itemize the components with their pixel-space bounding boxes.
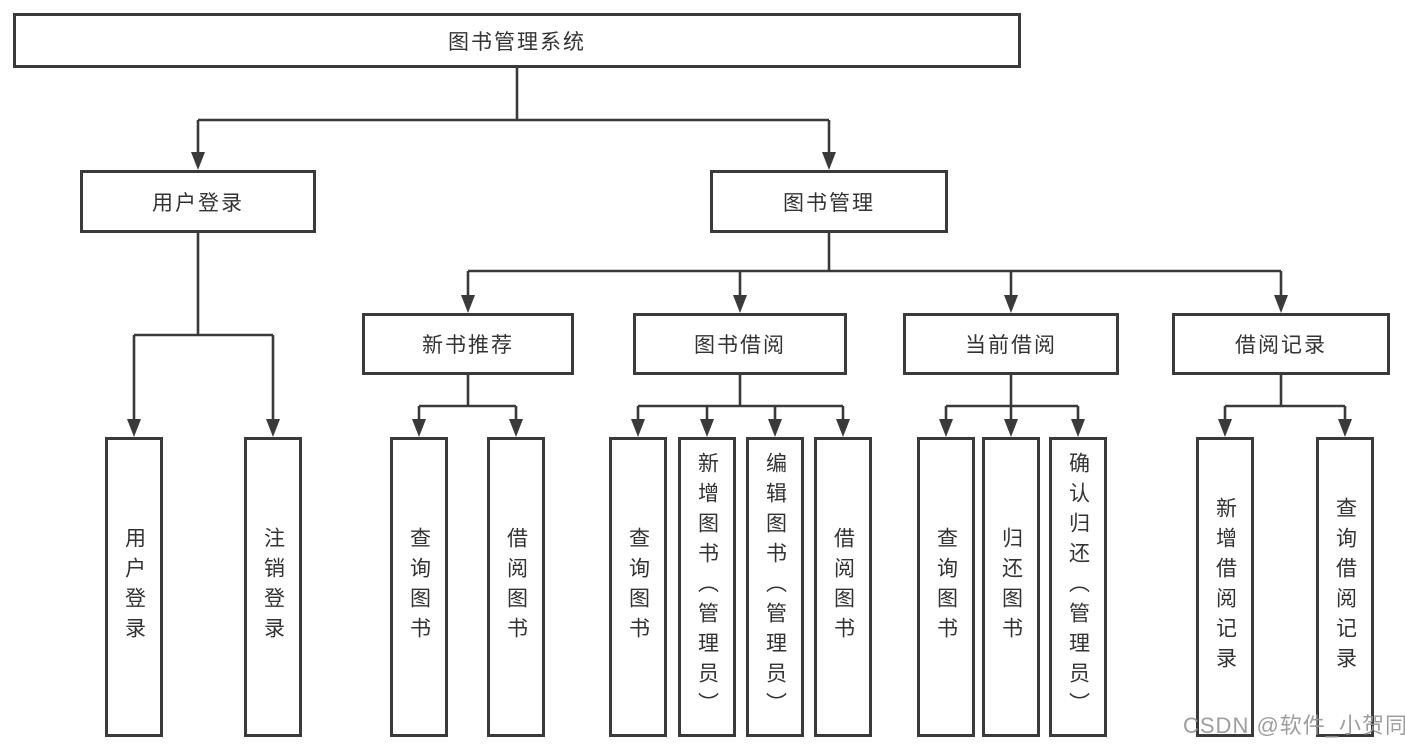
connector-book-mgmt-children [466,233,1283,297]
leaf-return-books: 归还图书 [982,437,1040,737]
leaf-query-books-borrowing: 查询图书 [609,437,667,737]
node-current-borrowing: 当前借阅 [903,313,1119,375]
node-borrowing-records: 借阅记录 [1172,313,1390,375]
csdn-watermark: CSDN @软件_小贺同学 [1183,713,1405,738]
connector-user-login-children [132,233,275,421]
leaf-query-borrow-record: 查询借阅记录 [1316,437,1374,737]
connector-current-borrow-children [944,375,1080,421]
connector-borrow-record-children [1223,375,1347,421]
connector-book-borrow-children [636,375,845,421]
leaf-user-login: 用户登录 [105,437,163,737]
connector-root-to-level2 [196,68,831,154]
leaf-query-books-newbook: 查询图书 [390,437,448,737]
arrowheads [127,152,1352,437]
leaf-add-borrow-record: 新增借阅记录 [1196,437,1254,737]
connector-new-book-rec-children [417,375,518,421]
node-new-book-recommendation: 新书推荐 [362,313,574,375]
leaf-query-books-current: 查询图书 [917,437,975,737]
leaf-borrow-books-newbook: 借阅图书 [487,437,545,737]
leaf-edit-books-admin: 编辑图书（管理员） [746,437,804,737]
node-library-management-system: 图书管理系统 [13,13,1021,68]
leaf-add-books-admin: 新增图书（管理员） [678,437,736,737]
leaf-borrow-books-borrowing: 借阅图书 [814,437,872,737]
node-book-borrowing: 图书借阅 [633,313,847,375]
leaf-logout: 注销登录 [244,437,302,737]
node-user-login: 用户登录 [80,170,316,233]
node-book-management: 图书管理 [710,170,948,233]
leaf-confirm-return-admin: 确认归还（管理员） [1049,437,1107,737]
